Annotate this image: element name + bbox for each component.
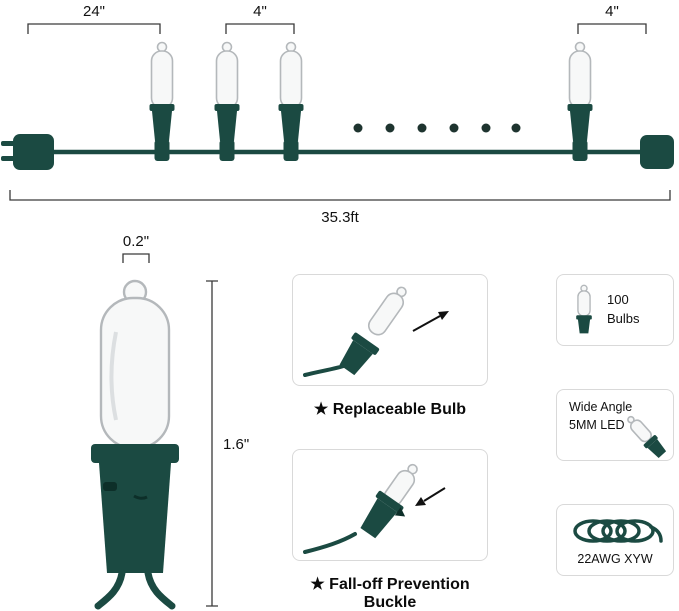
spec-card-led-type: Wide Angle 5MM LED [556,389,674,461]
feature-label-replaceable: ★ Replaceable Bulb [313,401,467,418]
spec-card-wire-gauge: 22AWG XYW [556,504,674,576]
tip-width-label: 0.2" [123,233,149,250]
spec-wire-gauge-label: 22AWG XYW [577,551,653,566]
spec-led-line2: 5MM LED [569,417,625,432]
dimension-total-length: 35.3ft [9,190,671,226]
wire-coil-icon [573,518,663,543]
dim-spacing-label: 4" [253,3,267,20]
string-bulb [567,41,593,161]
spec-bulb-count-line2: Bulbs [607,311,640,326]
feature-label-buckle: ★ Fall-off Prevention Buckle [310,576,470,611]
mini-bulb-icon [576,284,592,334]
lock-direction-arrow-icon [415,487,446,506]
spec-bulb-count-line1: 100 [607,292,629,308]
string-bulb [149,41,175,161]
dim-lead-label: 24" [83,3,105,20]
dimension-tip-width: 0.2" [122,233,150,263]
dimension-lead: 24" [27,3,161,34]
plug [1,134,54,170]
bulb-height-label: 1.6" [223,436,249,453]
spec-led-line1: Wide Angle [569,400,633,414]
fall-off-buckle-illustration [303,463,446,554]
buckle-tab [394,507,406,517]
bulb-closeup-drawing [91,279,179,610]
feature-box-replaceable [292,274,488,386]
replaceable-bulb-illustration [303,286,449,377]
end-connector [640,135,674,169]
continuation-dots-icon [353,123,521,133]
dimension-spacing: 4" [225,3,295,34]
total-length-label: 35.3ft [321,209,359,226]
string-bulb [214,41,240,161]
bulb-closeup: 0.2" 1.6" [91,233,249,610]
strand-diagram: 24" 4" 4" [1,3,674,226]
tilted-bulb-icon [627,415,667,458]
pull-direction-arrow-icon [412,311,449,332]
dimension-bulb-height: 1.6" [206,280,249,607]
feature-box-buckle [292,449,488,561]
string-bulb [278,41,304,161]
dimension-end: 4" [577,3,647,34]
dim-end-label: 4" [605,3,619,20]
spec-card-bulb-count: 100 Bulbs [556,274,674,346]
